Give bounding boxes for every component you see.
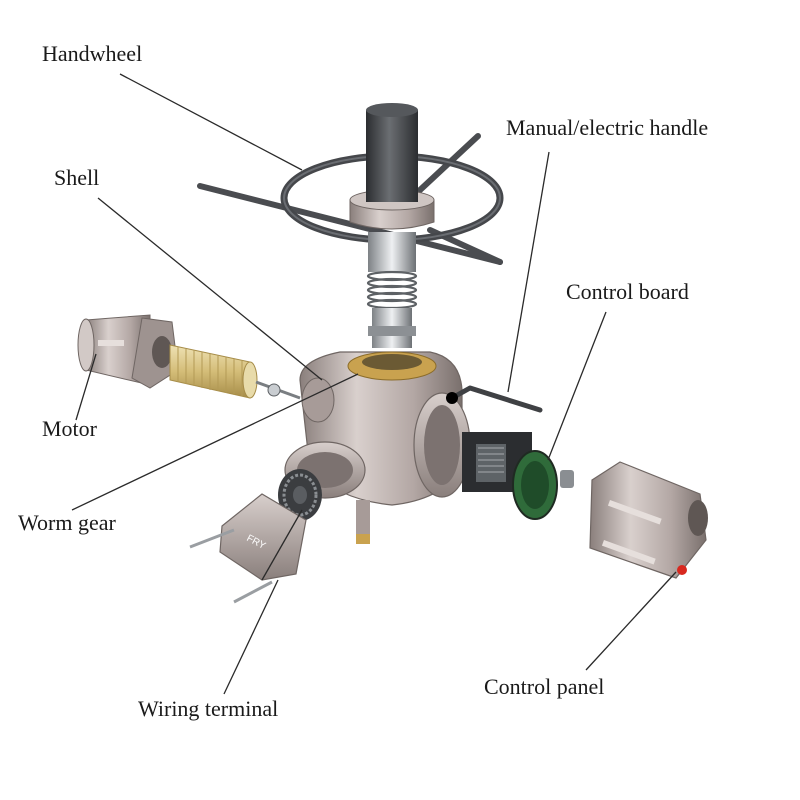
label-wiring-terminal: Wiring terminal (138, 696, 278, 721)
label-worm-gear: Worm gear (18, 510, 116, 535)
drive-stem (366, 103, 418, 348)
leader-control-board (547, 311, 607, 461)
label-manual-electric-handle: Manual/electric handle (506, 115, 708, 140)
label-control-panel: Control panel (484, 674, 604, 699)
label-handwheel: Handwheel (42, 41, 142, 66)
control-panel-part (589, 461, 708, 579)
leader-lines (71, 73, 677, 695)
manual-electric-handle-part (446, 385, 543, 413)
leader-motor (75, 353, 97, 421)
wiring-terminal-part: FRY (189, 493, 307, 604)
control-board-part (462, 432, 574, 520)
labels: Handwheel Manual/electric handle Shell C… (18, 41, 708, 721)
worm-gear-part (278, 469, 322, 521)
shell-housing (284, 351, 471, 544)
worm-shaft-part (169, 344, 301, 400)
label-control-board: Control board (566, 279, 689, 304)
leader-control-panel (585, 571, 677, 671)
leader-worm-gear (71, 373, 359, 511)
handwheel-part (197, 133, 504, 265)
leader-wiring-terminal-2 (261, 509, 303, 581)
label-motor: Motor (42, 416, 98, 441)
label-shell: Shell (54, 165, 99, 190)
motor-part (77, 314, 179, 389)
leader-wiring-terminal (223, 579, 279, 695)
leader-handwheel (119, 73, 303, 171)
leader-shell (97, 197, 323, 381)
leader-manual-electric-handle (507, 151, 550, 393)
